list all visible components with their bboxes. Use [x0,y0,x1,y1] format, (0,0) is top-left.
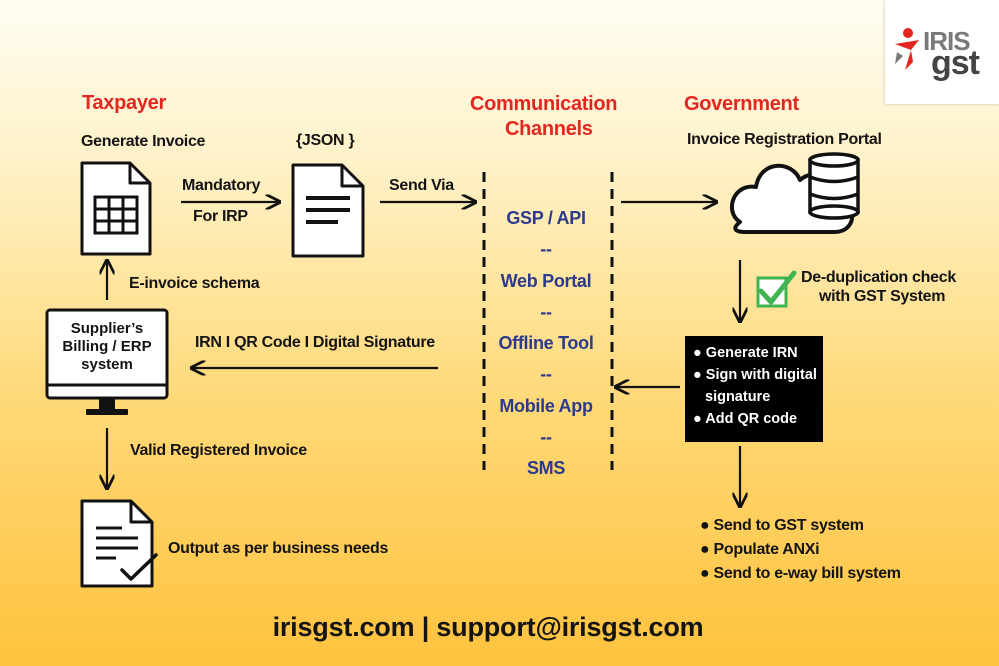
output-document-icon [80,499,158,588]
label-e-invoice-schema: E-invoice schema [129,275,260,292]
erp-line2: Billing / ERP [62,338,152,355]
box-item-signature: signature [705,389,771,405]
channel-mobile-app: Mobile App [499,396,593,416]
channel-web-portal: Web Portal [500,271,592,291]
box-item-sign: ● Sign with digital [693,367,817,383]
logo-brand-bottom: gst [931,44,980,82]
erp-line1: Supplier’s [70,320,144,337]
json-document-icon [291,163,365,258]
header-channels-line2: Channels [505,118,593,140]
channel-separator-3: -- [540,364,552,384]
label-json: {JSON } [296,132,355,149]
header-government: Government [684,93,799,115]
iris-logo-mark [895,28,919,70]
header-taxpayer: Taxpayer [82,92,166,114]
monitor-icon [45,308,169,415]
channel-offline-tool: Offline Tool [498,333,594,353]
label-for-irp: For IRP [193,208,248,225]
spreadsheet-document-icon [80,161,152,256]
label-valid-invoice: Valid Registered Invoice [130,442,307,459]
output-send-gst: ● Send to GST system [700,517,864,534]
government-outputs: ● Send to GST system ● Populate ANXi ● S… [700,514,901,586]
channel-gsp-api: GSP / API [506,208,586,228]
label-output: Output as per business needs [168,540,389,557]
iris-gst-logo: IRIS gst [885,0,999,104]
cloud-database-icon [729,152,860,234]
label-mandatory: Mandatory [182,177,261,194]
channel-separator-1: -- [540,239,552,259]
box-item-add-qr: ● Add QR code [693,411,798,427]
channel-separator-2: -- [540,302,552,322]
label-dedup-line1: De-duplication check [801,269,956,286]
erp-line3: system [81,356,133,373]
label-send-via: Send Via [389,177,454,194]
channel-separator-4: -- [540,427,552,447]
label-portal: Invoice Registration Portal [687,131,882,148]
erp-system-label: Supplier’s Billing / ERP system [50,320,164,374]
green-check-icon [756,270,797,308]
box-item-generate-irn: ● Generate IRN [693,345,798,361]
label-generate-invoice: Generate Invoice [81,133,206,150]
label-irn-return: IRN I QR Code I Digital Signature [195,334,435,351]
label-dedup-line2: with GST System [819,288,946,305]
footer-links: irisgst.com | support@irisgst.com [272,612,704,642]
channel-sms: SMS [526,458,566,478]
header-channels-line1: Communication [470,93,618,115]
output-populate-anxi: ● Populate ANXi [700,541,820,558]
logo-brand-top: IRIS [923,26,971,56]
irn-process-box: ● Generate IRN ● Sign with digital signa… [685,336,823,442]
output-send-eway: ● Send to e-way bill system [700,565,901,582]
